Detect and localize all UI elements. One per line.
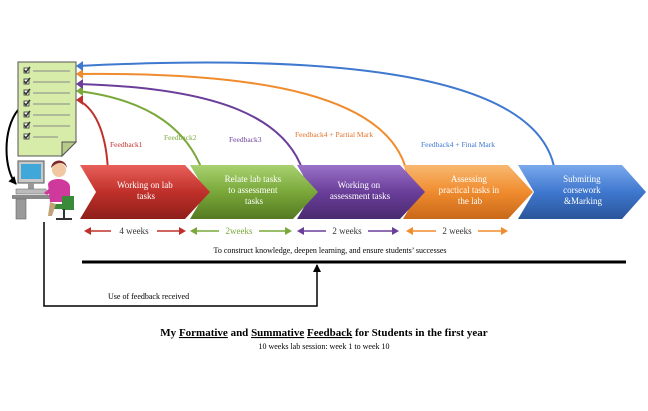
feedback-arrowhead-4 bbox=[76, 69, 83, 79]
duration-label-1: 4 weeks bbox=[119, 226, 149, 236]
feedback-label-4: Feedback4 + Partial Mark bbox=[295, 130, 373, 139]
feedback-label-1: Feedback1 bbox=[110, 140, 143, 149]
stage-1-line-1: Working on lab bbox=[117, 180, 173, 190]
duration-labels: 4 weeks 2weeks 2 weeks 2 weeks bbox=[111, 223, 478, 237]
diagram-title: My Formative and Summative Feedback for … bbox=[160, 327, 487, 339]
stage-4-line-3: the lab bbox=[458, 196, 483, 206]
title-prefix: My bbox=[160, 327, 179, 339]
feedback-labels: Feedback1 Feedback2 Feedback3 Feedback4 … bbox=[110, 130, 495, 149]
feedback-use-text: Use of feedback received bbox=[108, 292, 189, 301]
feedback-arrowhead-5 bbox=[76, 61, 83, 71]
checklist-document-icon bbox=[18, 62, 76, 156]
document-to-student-arrow bbox=[7, 110, 19, 184]
title-suffix: for Students in the first year bbox=[352, 327, 488, 339]
stage-label-3: Working on assessment tasks bbox=[330, 180, 391, 201]
duration-label-2: 2weeks bbox=[226, 226, 253, 236]
stage-label-5: Submiting corsework &Marking bbox=[563, 174, 603, 206]
stage-4-line-2: practical tasks in bbox=[439, 185, 500, 195]
stage-2-line-1: Relate lab tasks bbox=[225, 174, 282, 184]
feedback-curve-4 bbox=[78, 74, 408, 178]
feedback-label-2: Feedback2 bbox=[164, 133, 197, 142]
stage-5-line-2: corsework bbox=[563, 185, 601, 195]
title-feedback: Feedback bbox=[307, 327, 353, 339]
feedback-curve-5 bbox=[78, 63, 555, 172]
stage-2-line-2: to assessment bbox=[228, 185, 278, 195]
title-and: and bbox=[228, 327, 251, 339]
stage-5-line-1: Submiting bbox=[563, 174, 601, 184]
student-at-computer-icon bbox=[12, 161, 74, 220]
stage-2-line-3: tasks bbox=[245, 196, 263, 206]
stage-4-line-1: Assessing bbox=[451, 174, 488, 184]
duration-label-4: 2 weeks bbox=[442, 226, 472, 236]
feedback-curves bbox=[76, 61, 555, 178]
feedback-label-5: Feedback4 + Final Mark bbox=[421, 140, 495, 149]
stage-5-line-3: &Marking bbox=[564, 196, 602, 206]
diagram-subtitle: 10 weeks lab session: week 1 to week 10 bbox=[258, 342, 389, 351]
feedback-arrowhead-1 bbox=[76, 95, 83, 105]
feedback-label-3: Feedback3 bbox=[229, 135, 262, 144]
feedback-arrowhead-3 bbox=[76, 79, 83, 89]
duration-label-3: 2 weeks bbox=[332, 226, 362, 236]
title-summative: Summative bbox=[251, 327, 304, 339]
title-formative: Formative bbox=[179, 327, 228, 339]
stage-3-line-2: assessment tasks bbox=[330, 191, 391, 201]
goal-text: To construct knowledge, deepen learning,… bbox=[214, 246, 447, 255]
stage-1-line-2: tasks bbox=[137, 191, 155, 201]
stage-3-line-1: Working on bbox=[338, 180, 381, 190]
